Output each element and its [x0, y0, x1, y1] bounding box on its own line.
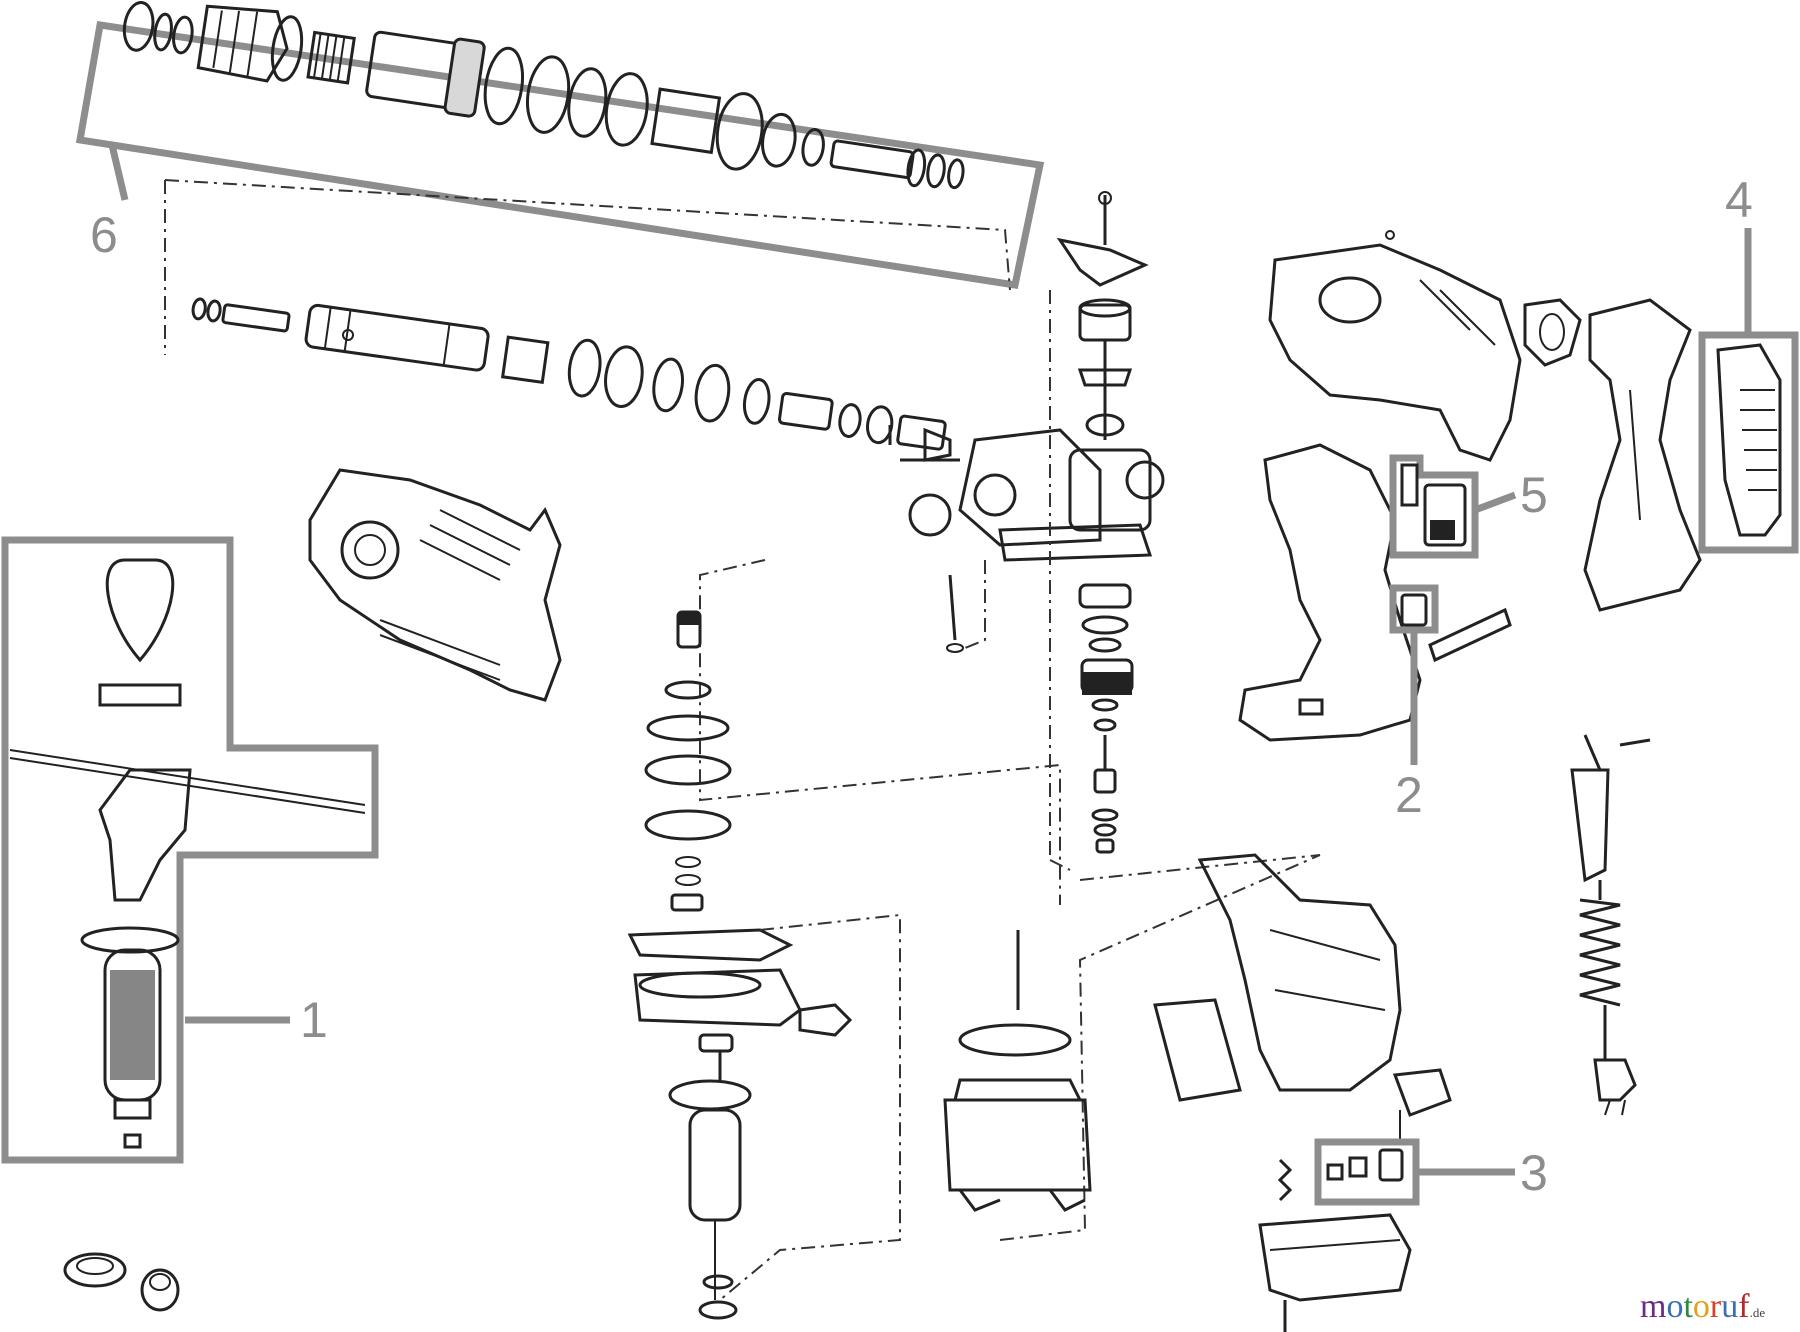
rear-housing: [1153, 853, 1452, 1145]
chuck-assembly: [122, 1, 965, 190]
callout-label-5: 5: [1520, 467, 1548, 523]
brand-letter: f: [1738, 1288, 1750, 1325]
center-column: [627, 610, 853, 1320]
callout-box-6: [75, 21, 1045, 289]
soft-grip: [1716, 343, 1782, 537]
callout-box-1: [1, 536, 379, 1164]
callout-box-3: [1314, 1138, 1515, 1206]
brand-letter: o: [1666, 1288, 1684, 1325]
rear-cap: [1258, 1213, 1412, 1332]
switch-part-5: [1400, 463, 1467, 547]
brand-tld: .de: [1749, 1305, 1766, 1320]
loose-screws: [342, 230, 1395, 653]
callout-box-4: [1698, 228, 1799, 554]
bottom-left-parts: [63, 1252, 180, 1312]
spindle-gear-row: [191, 297, 947, 451]
callout-label-3: 3: [1520, 1145, 1548, 1201]
brand-letter: r: [1709, 1288, 1722, 1325]
brand-letter: u: [1721, 1288, 1739, 1325]
brand-letter: o: [1692, 1288, 1710, 1325]
side-handle: [9, 558, 366, 1149]
callout-box-2: [1389, 584, 1439, 765]
gear-housing: [900, 427, 1165, 562]
housing-half-right: [1583, 298, 1702, 612]
stator: [943, 930, 1092, 1212]
callout-label-6: 6: [90, 207, 118, 263]
callout-box-5: [1389, 454, 1517, 559]
vertical-parts-top: [1056, 191, 1149, 440]
switch-part-2: [1400, 593, 1512, 663]
power-cord: [1570, 734, 1651, 1116]
spring-left: [1277, 1158, 1293, 1202]
callout-label-1: 1: [300, 992, 328, 1048]
brand-letter: t: [1683, 1288, 1693, 1325]
brand-watermark: motoruf.de: [1640, 1290, 1765, 1324]
housing-half-top-right: [1268, 243, 1582, 462]
callout-label-4: 4: [1725, 172, 1753, 228]
switch-part-3: [1326, 1148, 1404, 1182]
brand-letter: m: [1640, 1288, 1667, 1325]
vertical-parts-right: [1078, 583, 1134, 854]
callout-label-2: 2: [1395, 767, 1423, 823]
motor-cover-left: [308, 468, 562, 702]
